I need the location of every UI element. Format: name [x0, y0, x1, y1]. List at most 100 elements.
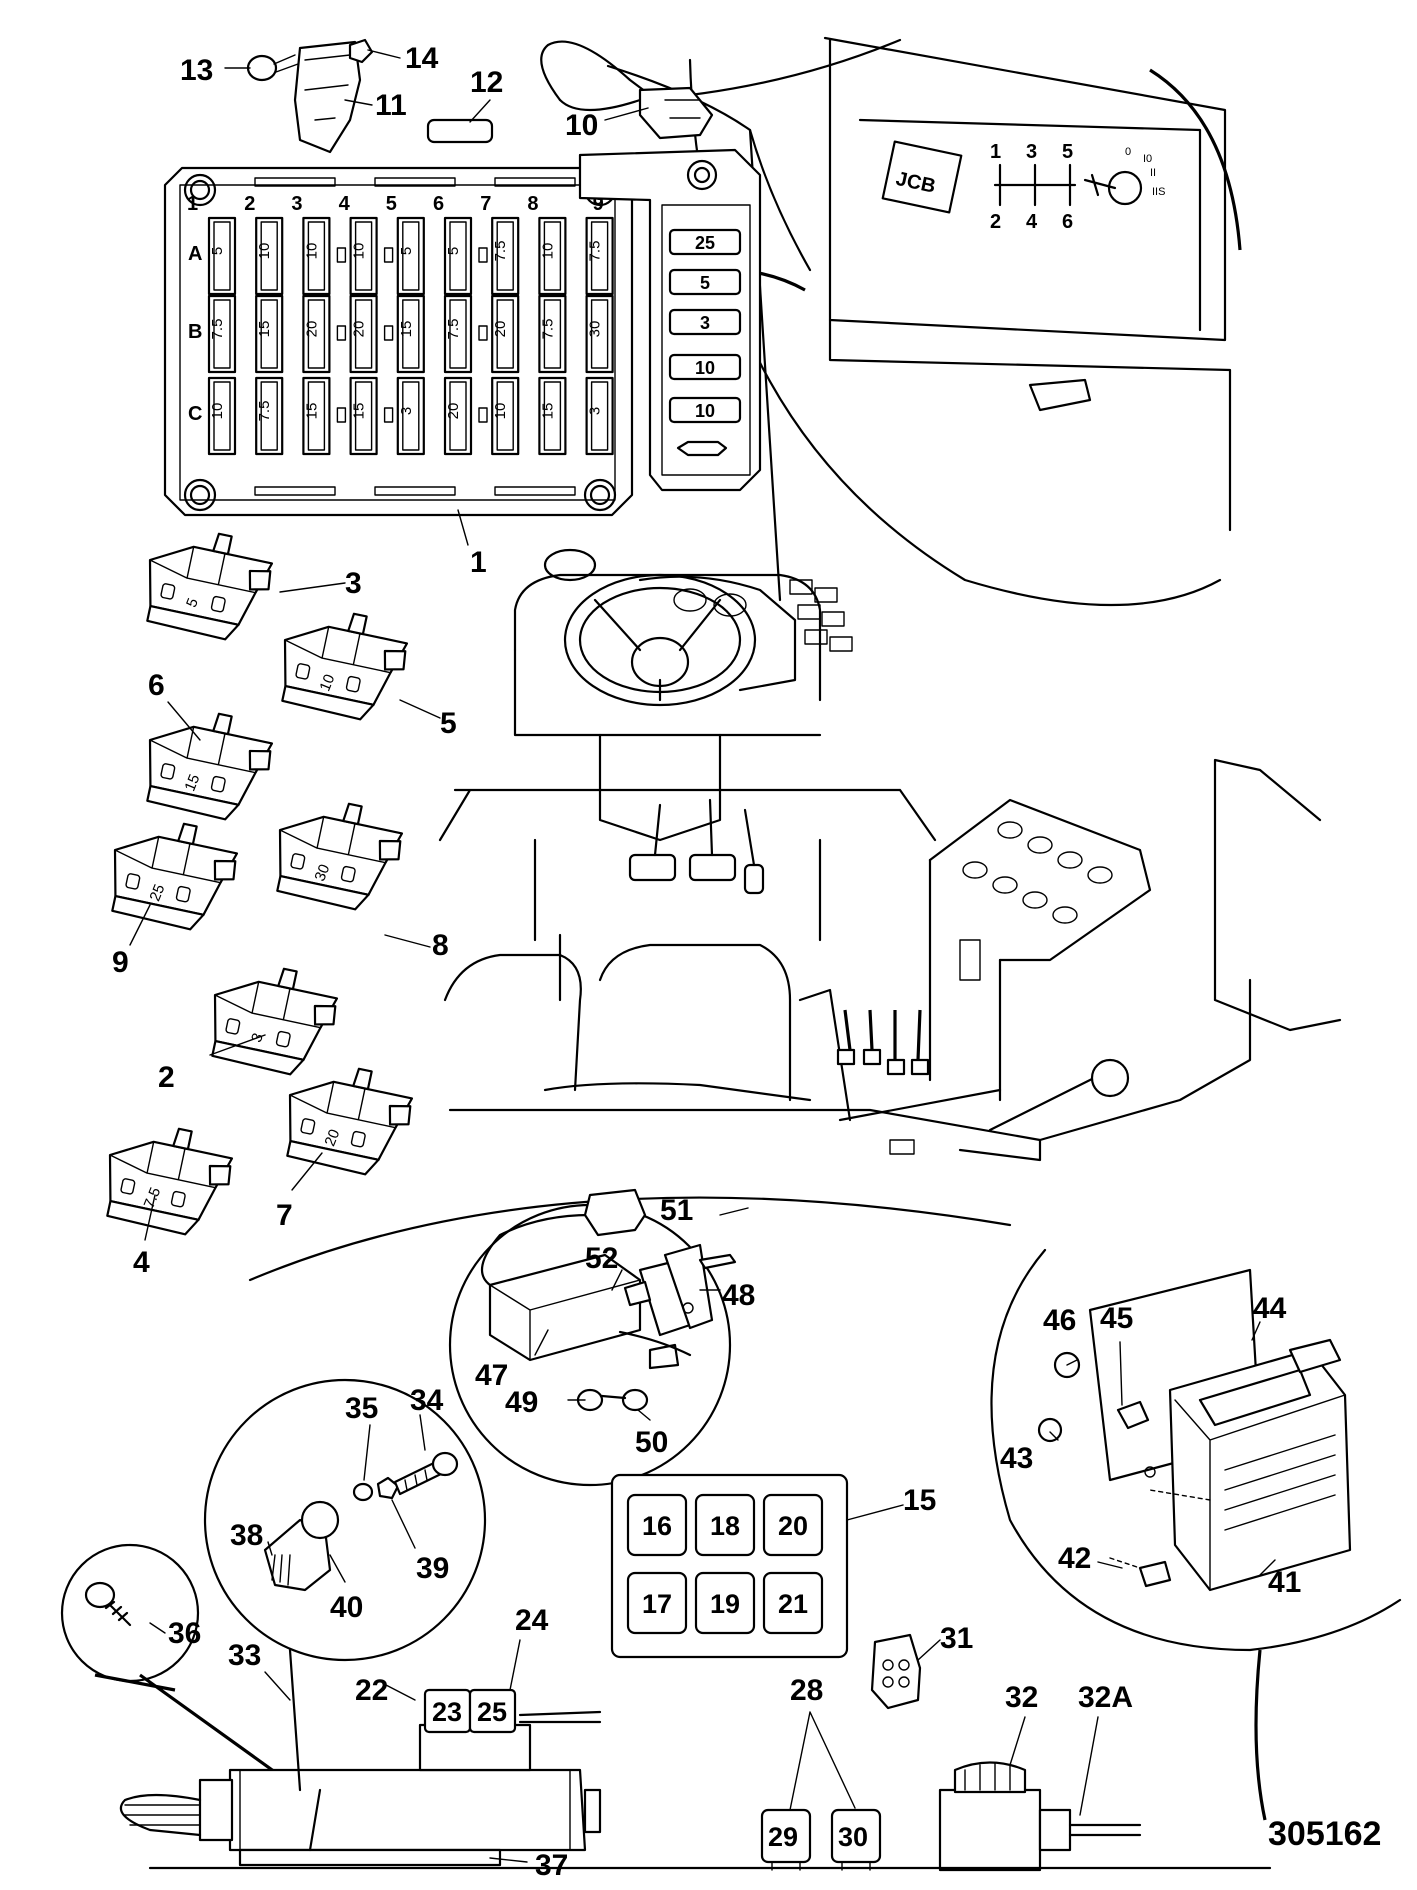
relay-slot: [626, 1571, 688, 1635]
item-41-ecu-detail: [990, 1248, 1402, 1821]
relay-label: 19: [710, 1589, 740, 1619]
fuse-blade: [213, 299, 231, 369]
brand-logo-text: JCB: [894, 168, 938, 198]
relay-slot: [694, 1493, 756, 1557]
fuse-rating: 7.5: [539, 319, 556, 340]
svg-text:4: 4: [1026, 211, 1038, 233]
fuse-column-5: 5: [386, 193, 397, 215]
side-fuse: [668, 396, 742, 424]
callout-8: 8: [432, 929, 449, 962]
fuse-rating: 15: [303, 403, 320, 420]
fuse-rating: 10: [351, 243, 368, 260]
callout-42: 42: [1058, 1542, 1091, 1575]
loose-fuse-9: 25: [111, 822, 239, 931]
fuse-blade: [260, 381, 278, 451]
item-14-nut: [348, 38, 374, 64]
callout-14: 14: [405, 42, 439, 75]
fuse-rating: 10: [209, 403, 226, 420]
callout-44: 44: [1253, 1292, 1287, 1325]
callout-13: 13: [180, 54, 213, 87]
callout-33: 33: [228, 1639, 261, 1672]
callout-3: 3: [345, 567, 362, 600]
svg-text:3: 3: [1026, 141, 1037, 163]
fuse-column-1: 1: [187, 193, 198, 215]
fuse-rating: 15: [256, 321, 273, 338]
fuse-gap-marker: [383, 407, 394, 423]
side-fuse-rating: 10: [695, 358, 715, 378]
fuse-gap-marker: [336, 247, 347, 263]
loose-fuse-rating: 20: [322, 1127, 344, 1149]
fuse-rating: 20: [303, 321, 320, 338]
item-36-screw-detail: [60, 1543, 301, 1792]
fuse-gap-marker: [478, 247, 488, 263]
fuse-rating: 10: [539, 243, 556, 260]
fuse-column-3: 3: [291, 193, 302, 215]
loose-fuse-7: 20: [286, 1067, 414, 1176]
callout-5: 5: [440, 707, 457, 740]
fuse-gap-marker: [478, 407, 488, 423]
item-32-flasher-unit: [938, 1761, 1142, 1872]
fuse-rating: 15: [539, 403, 556, 420]
side-fuse-rating: 3: [700, 313, 710, 333]
svg-text:2: 2: [990, 211, 1001, 233]
steering-wheel: [543, 548, 757, 707]
callout-4: 4: [133, 1246, 150, 1279]
fuse-rating: 7.5: [256, 401, 273, 422]
svg-text:IIS: IIS: [1152, 186, 1165, 198]
fuse-rating: 20: [445, 403, 462, 420]
relay-label: 18: [710, 1511, 740, 1541]
cab-interior-illustration: [438, 548, 1342, 1162]
callout-52: 52: [585, 1242, 618, 1275]
fuse-rating: 3: [398, 407, 415, 415]
side-fuse: [668, 228, 742, 256]
callout-43: 43: [1000, 1442, 1033, 1475]
relay-30-label: 30: [838, 1822, 868, 1852]
callout-11: 11: [375, 89, 407, 122]
callout-47: 47: [475, 1359, 508, 1392]
item-47-module-detail: [448, 1188, 737, 1487]
callout-28: 28: [790, 1674, 823, 1707]
callout-12: 12: [470, 66, 503, 99]
fuse-rating: 20: [351, 321, 368, 338]
callout-24: 24: [515, 1604, 549, 1637]
callout-46: 46: [1043, 1304, 1076, 1337]
callout-32: 32: [1005, 1681, 1038, 1714]
loose-fuse-rating: 7.5: [141, 1185, 165, 1211]
fuse-blade: [354, 299, 373, 369]
fuse-blade: [590, 381, 609, 451]
fuse-blade: [590, 299, 609, 369]
fuse-blade: [543, 299, 562, 369]
fuse-blade: [496, 221, 514, 291]
fuse-blade: [307, 299, 326, 369]
side-fuse: [668, 268, 742, 296]
loose-fuse-rating: 30: [312, 862, 334, 884]
ignition-key-icon: 0 I0 II IIS: [1083, 146, 1165, 206]
side-fuse: [668, 353, 742, 381]
relay-slot: [626, 1493, 688, 1557]
callout-2: 2: [158, 1061, 175, 1094]
fuse-blade: [213, 381, 231, 451]
callout-50: 50: [635, 1426, 668, 1459]
item-38-connector-detail: [203, 1378, 487, 1662]
relay-25-label: 25: [477, 1697, 507, 1727]
cab-panel-detail: JCB 1 3 5 2 4 6 0 I0 II IIS: [606, 36, 1242, 607]
fuse-blade: [543, 221, 562, 291]
jcb-logo-icon: JCB: [881, 140, 963, 214]
fuse-rating: 15: [398, 321, 415, 338]
fuse-rating: 5: [445, 247, 462, 255]
fuse-blade: [590, 221, 609, 291]
fuse-rating: 10: [256, 243, 273, 260]
fuse-blade: [402, 381, 420, 451]
fuse-gap-marker: [336, 407, 347, 423]
svg-text:II: II: [1150, 167, 1156, 179]
callout-35: 35: [345, 1392, 378, 1425]
fuse-column-7: 7: [480, 193, 491, 215]
item-33-harness-assembly: 23 25: [119, 1648, 602, 1867]
fuse-puller-icon: [676, 440, 728, 457]
callout-15: 15: [903, 1484, 936, 1517]
relay-slot: [694, 1571, 756, 1635]
loose-fuse-8: 30: [276, 802, 404, 911]
fuse-row-B: B: [188, 321, 202, 343]
svg-text:5: 5: [1062, 141, 1073, 163]
